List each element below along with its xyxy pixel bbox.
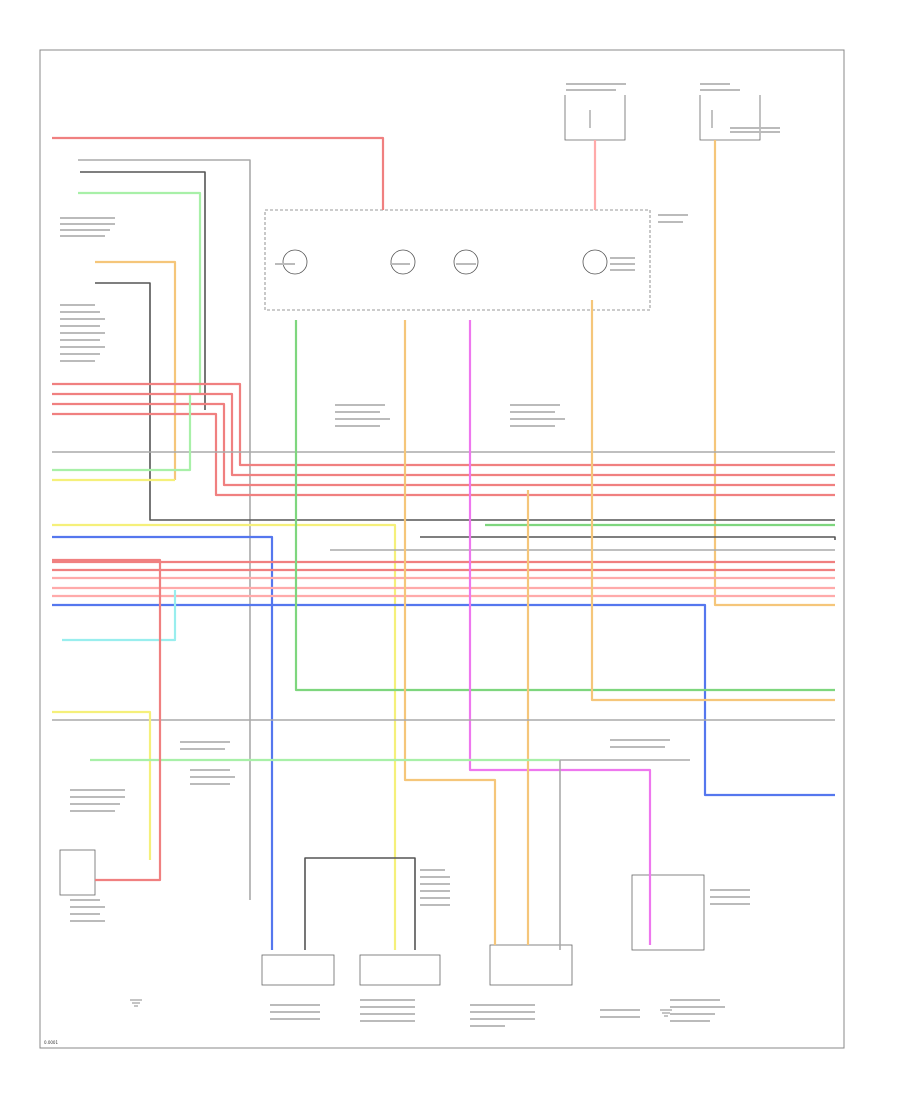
wire-red-9 (52, 392, 835, 477)
gauge-3 (453, 249, 479, 275)
wire-red-8 (52, 382, 835, 467)
wire-red-11 (52, 412, 835, 497)
ground-symbol-left (130, 999, 142, 1007)
wire-green-27 (294, 320, 835, 692)
component-box-speed-sensor (59, 849, 96, 896)
wire-dark-4 (80, 171, 206, 410)
gauge-4 (582, 249, 608, 275)
wire-gray-3 (78, 159, 251, 900)
diagram-border (39, 49, 845, 1049)
component-box-left (261, 954, 335, 986)
wire-red-36 (52, 558, 162, 882)
wire-orange-6 (95, 260, 177, 480)
wire-dark-7 (95, 282, 835, 521)
wire-lightgreen-5 (78, 191, 202, 395)
gauge-1 (282, 249, 308, 275)
wire-orange-29 (403, 320, 497, 945)
top-fuse-box-right (699, 95, 761, 141)
component-box-fuel (489, 944, 573, 986)
wire-red-10 (52, 402, 835, 487)
wire-red-0 (52, 136, 385, 210)
wire-cyan-26 (62, 590, 177, 642)
wire-orange-28 (590, 300, 835, 702)
top-fuse-box-left (564, 95, 626, 141)
gauge-2 (390, 249, 416, 275)
wire-blue-17 (52, 535, 274, 950)
text-mark-layer (60, 83, 780, 1027)
instrument-cluster-box (264, 209, 651, 311)
corner-label: 0.0001 (44, 1040, 58, 1045)
wire-orange-2 (713, 140, 835, 607)
component-box-fuel-gauge (631, 874, 705, 951)
wire-yellow-16 (52, 523, 397, 950)
wire-lightgreen-13 (52, 395, 192, 472)
wire-dark-18 (420, 536, 836, 540)
wire-layer (52, 136, 836, 950)
component-box-mid (359, 954, 441, 986)
wire-dark-37 (304, 857, 416, 950)
ground-symbol-right (660, 1009, 672, 1017)
wire-yellow-33 (52, 710, 152, 860)
